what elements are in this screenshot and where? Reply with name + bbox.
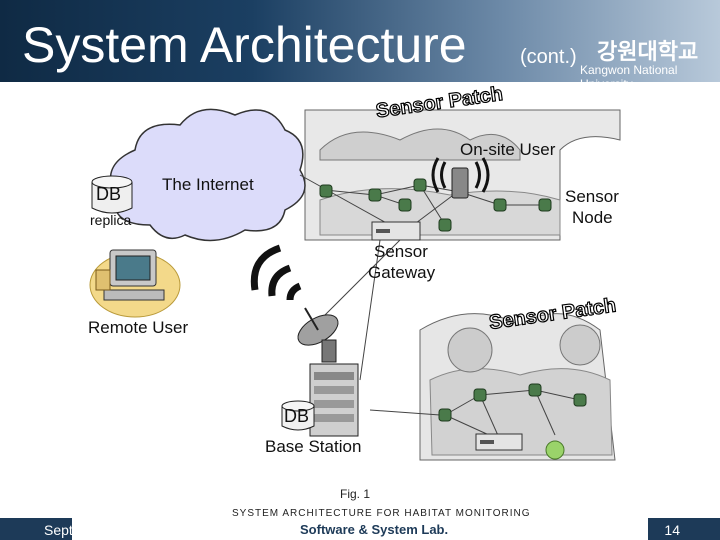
figure-number: Fig. 1: [340, 487, 370, 501]
bottom-sensor-nodes: [438, 383, 587, 460]
internet-label: The Internet: [162, 175, 254, 194]
slide-title-suffix: (cont.): [520, 46, 577, 68]
sensor-node: [319, 184, 333, 198]
sensor-gateway-bottom: [475, 433, 523, 451]
sensor-node: [398, 198, 412, 212]
base-station-db-icon: [281, 400, 315, 431]
gateway-label-line1: Sensor: [374, 242, 428, 261]
internet-cloud: [109, 108, 306, 242]
figure-caption: SYSTEM ARCHITECTURE FOR HABITAT MONITORI…: [232, 508, 531, 518]
sensor-node: [438, 218, 452, 232]
gateway-label-line2: Gateway: [368, 263, 436, 282]
bottom-habitat-landscape: [419, 313, 616, 461]
footer-center-bar: [72, 518, 648, 540]
footer-lab-name: Software & System Lab.: [300, 522, 449, 537]
db-replica-db-label: DB: [96, 184, 121, 204]
slide-footer: September 8, 2005 Software & System Lab.…: [0, 518, 720, 540]
remote-user-computer: [89, 249, 181, 318]
sensor-node: [573, 393, 587, 407]
sensor-node: [493, 198, 507, 212]
base-station-label: Base Station: [265, 437, 361, 456]
slide-header: System Architecture (cont.) 강원대학교 Kangwo…: [0, 0, 720, 91]
db-replica-icon: [91, 175, 133, 214]
university-logo-english: Kangwon National University: [580, 63, 678, 91]
slide-title: System Architecture: [22, 17, 467, 73]
sensor-node: [413, 178, 427, 192]
sensor-node: [368, 188, 382, 202]
sensor-gateway-top: [371, 221, 421, 241]
university-logo-korean: 강원대학교: [597, 39, 699, 64]
base-station-db-label: DB: [284, 406, 309, 426]
page-number: 14: [664, 522, 680, 538]
sensor-node: [528, 383, 542, 397]
sensor-node-label-line2: Node: [572, 208, 613, 227]
onsite-user-label: On-site User: [460, 140, 556, 159]
remote-user-label: Remote User: [88, 318, 188, 337]
wireless-signal-icon: [250, 244, 302, 301]
sensor-node: [438, 408, 452, 422]
onsite-user-pda: [431, 157, 490, 199]
sensor-node-label-line1: Sensor: [565, 187, 619, 206]
footer-date: September 8, 2005: [44, 522, 164, 538]
db-replica-label: replica: [90, 212, 131, 228]
sensor-node: [473, 388, 487, 402]
sensor-node-highlight: [545, 440, 565, 460]
sensor-node: [538, 198, 552, 212]
satellite-dish-icon: [297, 307, 339, 363]
top-sensor-nodes: [319, 178, 552, 232]
architecture-diagram: Sensor Patch Sensor Patch The Internet D…: [88, 82, 621, 518]
base-station-server: [309, 363, 359, 437]
